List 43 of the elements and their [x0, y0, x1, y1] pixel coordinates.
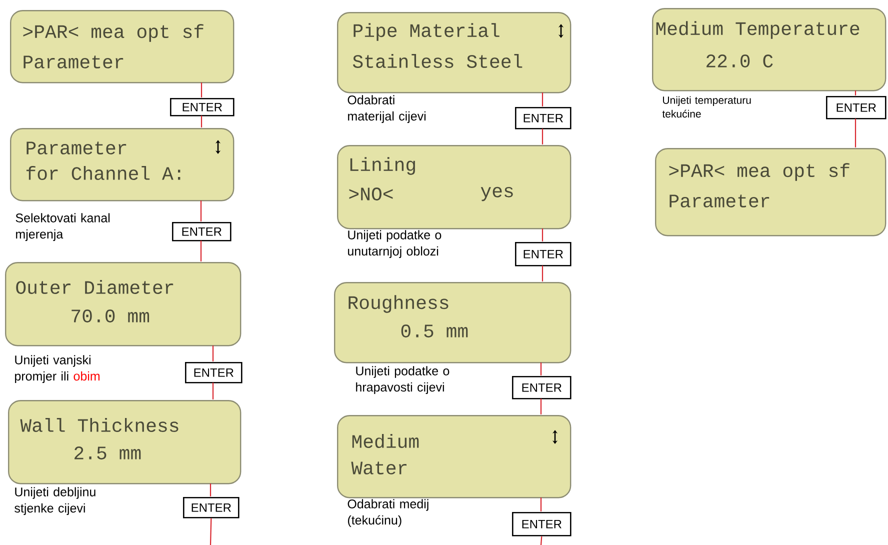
- connector-line: [542, 228, 544, 242]
- enter-key: ENTER: [515, 242, 572, 266]
- connector-line: [210, 518, 212, 545]
- connector-line: [540, 536, 542, 545]
- lcd-screen: Wall Thickness 2.5 mm: [8, 400, 242, 484]
- lcd-screen: Parameter for Channel A:: [10, 128, 234, 202]
- connector-line: [200, 82, 202, 98]
- enter-key: ENTER: [515, 107, 572, 130]
- step-caption: Unijeti podatke o hrapavosti cijevi: [356, 366, 450, 394]
- lcd-screen: Outer Diameter 70.0 mm: [5, 262, 242, 346]
- enter-key: ENTER: [172, 222, 232, 242]
- enter-key: ENTER: [512, 376, 572, 400]
- connector-line: [200, 116, 202, 128]
- connector-line: [540, 498, 542, 512]
- lcd-screen: Roughness 0.5 mm: [334, 282, 572, 364]
- enter-key: ENTER: [185, 362, 242, 384]
- lcd-screen: Pipe Material Stainless Steel: [337, 12, 572, 94]
- connector-line: [540, 398, 542, 414]
- lcd-screen: Medium Water: [337, 414, 572, 498]
- enter-key: ENTER: [183, 497, 240, 518]
- step-caption: Unijeti temperaturu tekućine: [662, 96, 751, 118]
- connector-line: [542, 128, 544, 144]
- step-caption: Unijeti vanjski promjer ili obim: [15, 355, 100, 384]
- step-caption: Unijeti podatke o unutarnjoj oblozi: [348, 230, 442, 258]
- step-caption: Selektovati kanal mjerenja: [16, 213, 110, 242]
- lcd-screen: >PAR< mea opt sf Parameter: [10, 10, 234, 84]
- connector-line: [210, 484, 212, 496]
- enter-key: ENTER: [826, 96, 886, 120]
- lcd-screen: Lining >NO< yes: [337, 145, 572, 230]
- connector-line: [200, 200, 202, 222]
- lcd-screen: >PAR< mea opt sf Parameter: [655, 148, 886, 236]
- connector-line: [854, 90, 856, 96]
- connector-line: [540, 362, 542, 376]
- step-caption: Odabrati materijal cijevi: [348, 95, 426, 124]
- enter-key: ENTER: [512, 512, 572, 536]
- connector-line: [212, 346, 214, 362]
- connector-line: [542, 92, 544, 106]
- connector-line: [200, 240, 202, 262]
- connector-line: [212, 382, 214, 400]
- enter-key: ENTER: [170, 98, 234, 116]
- lcd-screen: Medium Temperature 22.0 C: [652, 8, 886, 92]
- connector-line: [854, 118, 856, 148]
- connector-line: [542, 266, 544, 282]
